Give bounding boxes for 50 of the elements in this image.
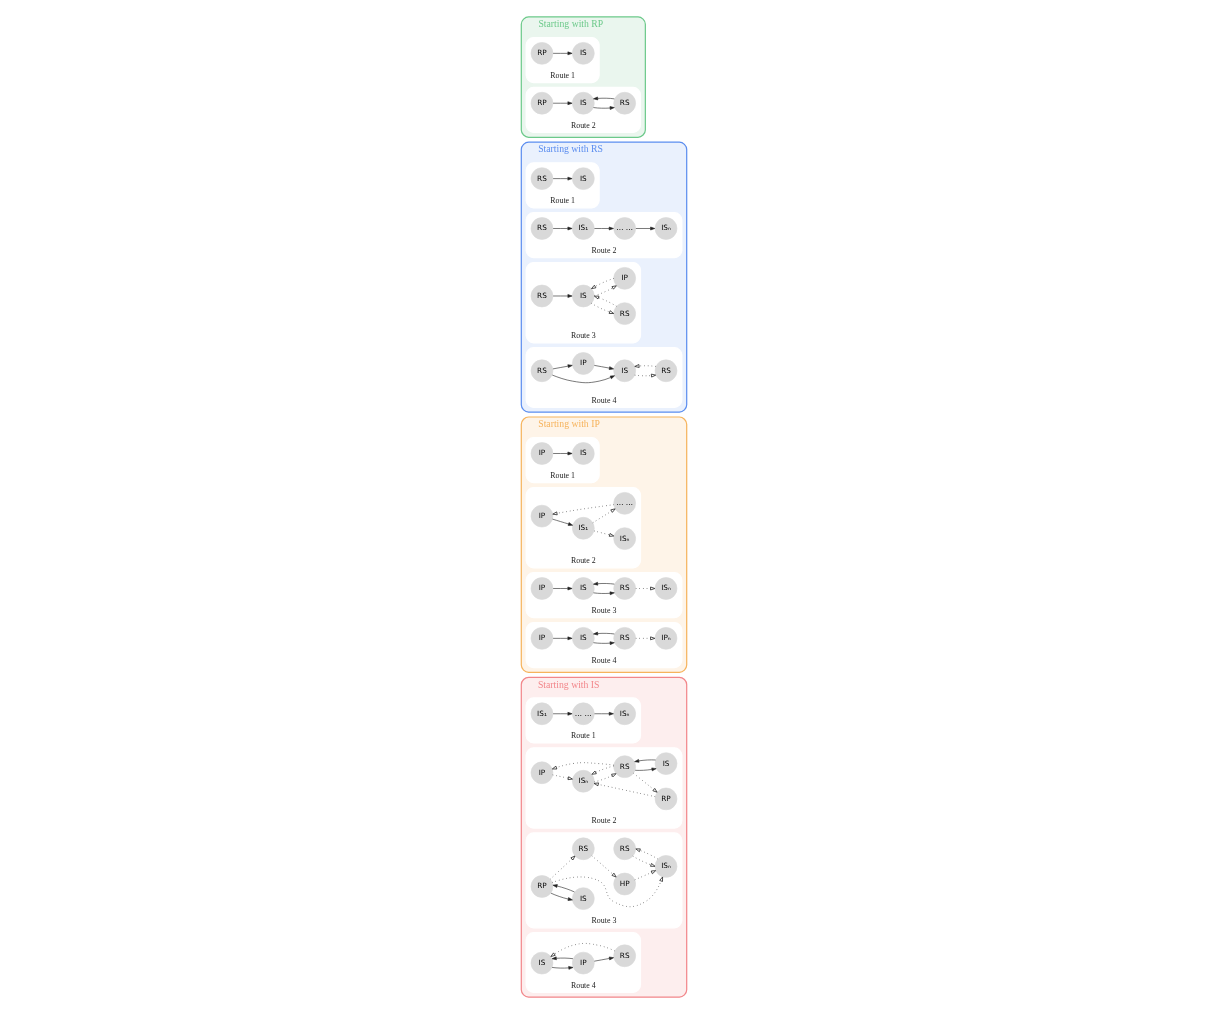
arrow bbox=[552, 294, 573, 298]
arrow bbox=[550, 943, 616, 957]
arrow bbox=[593, 641, 615, 645]
arrow bbox=[591, 278, 615, 290]
arrow bbox=[593, 956, 614, 962]
arrow bbox=[551, 956, 574, 961]
arrow bbox=[593, 773, 617, 783]
arrow bbox=[552, 451, 573, 456]
arrow bbox=[593, 106, 615, 110]
arrow bbox=[552, 774, 573, 781]
arrow bbox=[552, 504, 615, 516]
arrow bbox=[592, 508, 616, 524]
arrow bbox=[635, 226, 656, 231]
arrow bbox=[633, 772, 658, 793]
arrow bbox=[591, 855, 617, 878]
arrow bbox=[593, 591, 615, 596]
arrow bbox=[552, 636, 573, 641]
arrow bbox=[593, 365, 614, 370]
arrow bbox=[635, 586, 656, 591]
arrow bbox=[634, 767, 657, 772]
arrow bbox=[593, 530, 615, 537]
arrow bbox=[550, 892, 573, 901]
arrow bbox=[591, 302, 615, 314]
arrow bbox=[552, 884, 575, 893]
arrow bbox=[634, 364, 657, 368]
arrow bbox=[632, 855, 656, 867]
arrow bbox=[594, 711, 614, 716]
arrow bbox=[552, 176, 573, 181]
arrow bbox=[634, 870, 657, 881]
arrow bbox=[552, 51, 573, 56]
arrow bbox=[552, 364, 573, 370]
arrow bbox=[634, 759, 656, 763]
arrow bbox=[635, 848, 659, 860]
arrow bbox=[552, 226, 573, 231]
arrow bbox=[552, 101, 573, 105]
arrow bbox=[551, 762, 615, 770]
arrow bbox=[551, 966, 574, 970]
arrow bbox=[552, 518, 573, 526]
arrow bbox=[549, 855, 576, 880]
arrow bbox=[552, 586, 573, 591]
arrow bbox=[594, 226, 614, 231]
arrow bbox=[593, 631, 615, 636]
arrow bbox=[591, 765, 614, 775]
arrow bbox=[593, 782, 656, 798]
arrow bbox=[593, 581, 615, 586]
arrow bbox=[593, 96, 615, 101]
arrow bbox=[551, 876, 663, 908]
arrow bbox=[552, 711, 573, 716]
arrow bbox=[552, 374, 615, 384]
arrow bbox=[635, 636, 656, 641]
